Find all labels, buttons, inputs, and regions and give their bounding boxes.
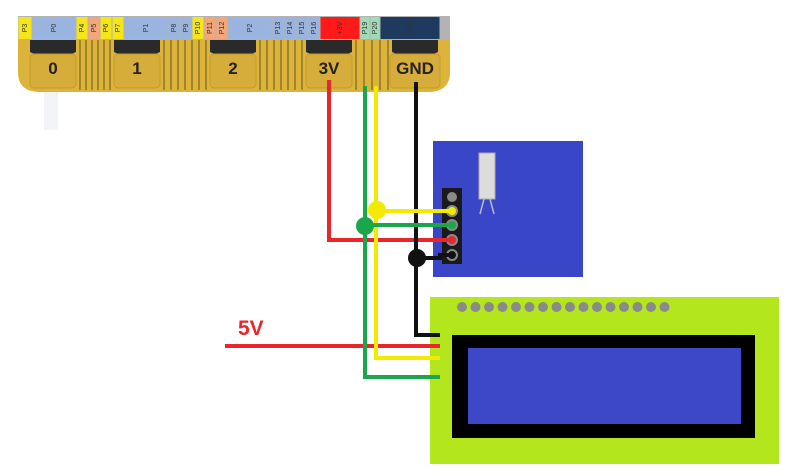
pad-0-label: 0 <box>48 59 57 78</box>
strip-pin-p0: P0 <box>32 17 76 39</box>
lcd-screen <box>468 348 741 424</box>
strip-pin-label: P15 <box>299 22 306 35</box>
strip-pin-p2: P2 <box>228 17 272 39</box>
pad-1-label: 1 <box>132 59 141 78</box>
lcd-pin-hole <box>497 302 508 312</box>
microbit-edge-connector: P3 P0 P4 P5 P6 P7 P1 P8 P9 P10 P11 P12 P2 P13 P14 P15 P1… <box>18 16 450 92</box>
strip-pin-label: P20 <box>372 22 379 35</box>
wire-black-gnd-sensor <box>416 253 452 260</box>
strip-pin-label: P0 <box>51 24 58 33</box>
lcd-pin-hole <box>646 302 656 312</box>
strip-pin-p16: P16 <box>308 17 320 39</box>
strip-pin-p11: P11 <box>204 17 216 39</box>
strip-pin-p15: P15 <box>296 17 308 39</box>
pad-2: 2 <box>209 40 257 89</box>
strip-pin-label: P3 <box>22 24 29 33</box>
lcd-pin-hole <box>592 302 602 312</box>
ghost-mark <box>44 92 58 130</box>
lcd-pin-hole <box>578 302 589 312</box>
strip-pin-label: GND <box>407 20 414 36</box>
junction-black <box>408 249 426 267</box>
sensor-pin <box>447 192 457 202</box>
wires <box>225 80 452 379</box>
strip-pin-p13: P13 <box>272 17 284 39</box>
sensor-probe-lead <box>489 198 495 215</box>
sensor-probe-lead <box>479 198 485 215</box>
wire-yellow-lcd <box>374 211 440 360</box>
sensor-probe <box>478 152 496 200</box>
lcd-pin-hole <box>470 302 481 312</box>
lcd-pin-hole <box>457 302 467 312</box>
lcd-pin-hole <box>605 302 616 312</box>
pad-3v-label: 3V <box>319 59 340 78</box>
pad-0: 0 <box>29 40 77 89</box>
strip-pin-p9: P9 <box>180 17 192 39</box>
wire-red-3v <box>327 80 452 242</box>
strip-pin-p10: P10 <box>192 17 204 39</box>
strip-pin-p19: P19 <box>360 17 370 39</box>
strip-pin-p3: P3 <box>18 17 32 39</box>
junction-yellow <box>368 201 386 219</box>
strip-pin-p1: P1 <box>124 17 168 39</box>
supply-5v-label: 5V <box>238 317 264 340</box>
strip-pin-label: P8 <box>171 24 178 33</box>
strip-pin-p6: P6 <box>100 17 112 39</box>
strip-pin-label: P4 <box>79 24 86 33</box>
strip-pin-label: P7 <box>115 24 122 33</box>
strip-pin-p4: P4 <box>76 17 88 39</box>
strip-pin-label: P5 <box>91 24 98 33</box>
strip-pin-label: +3V <box>337 21 344 34</box>
pad-gnd-label: GND <box>396 59 434 78</box>
strip-pin-label: P6 <box>103 24 110 33</box>
lcd-pin-holes <box>457 302 670 312</box>
strip-pin-p5: P5 <box>88 17 100 39</box>
lcd-pin-hole <box>524 302 535 312</box>
lcd-pin-hole <box>551 302 562 312</box>
strip-pin-p12: P12 <box>216 17 228 39</box>
lcd-pin-hole <box>632 302 643 312</box>
strip-pin-label: P13 <box>275 22 282 35</box>
strip-pin-label: P10 <box>195 22 202 35</box>
pad-2-label: 2 <box>228 59 237 78</box>
pad-gnd: GND <box>389 40 441 89</box>
strip-pin-label: P14 <box>287 22 294 35</box>
lcd-pin-hole <box>619 302 629 312</box>
pad-1: 1 <box>113 40 161 89</box>
lcd-module <box>430 297 779 464</box>
sensor-module <box>433 141 583 277</box>
strip-pin-label: P1 <box>143 24 150 33</box>
strip-pin-p20: P20 <box>370 17 380 39</box>
pin-slots <box>79 40 389 90</box>
strip-pin-label: P9 <box>183 24 190 33</box>
wire-black-gnd-lcd <box>414 82 440 337</box>
pad-3v: 3V <box>305 40 353 89</box>
strip-pin-label: P2 <box>247 24 254 33</box>
strip-pin-p14: P14 <box>284 17 296 39</box>
lcd-pin-hole <box>565 302 575 312</box>
junction-green <box>356 217 374 235</box>
lcd-pin-hole <box>511 302 521 312</box>
wire-green-lcd <box>363 225 440 379</box>
lcd-pin-hole <box>538 302 548 312</box>
strip-pin-label: P16 <box>311 22 318 35</box>
strip-pin-p7: P7 <box>112 17 124 39</box>
lcd-pin-hole <box>659 302 670 312</box>
strip-pin-label: P12 <box>219 22 226 35</box>
strip-pin-label: P11 <box>207 22 214 34</box>
strip-pin-label: P19 <box>362 22 369 35</box>
strip-pin-p8: P8 <box>168 17 180 39</box>
lcd-pin-hole <box>484 302 494 312</box>
strip-pin-gnd: GND <box>380 17 440 39</box>
strip-pin-3v: +3V <box>320 17 360 39</box>
